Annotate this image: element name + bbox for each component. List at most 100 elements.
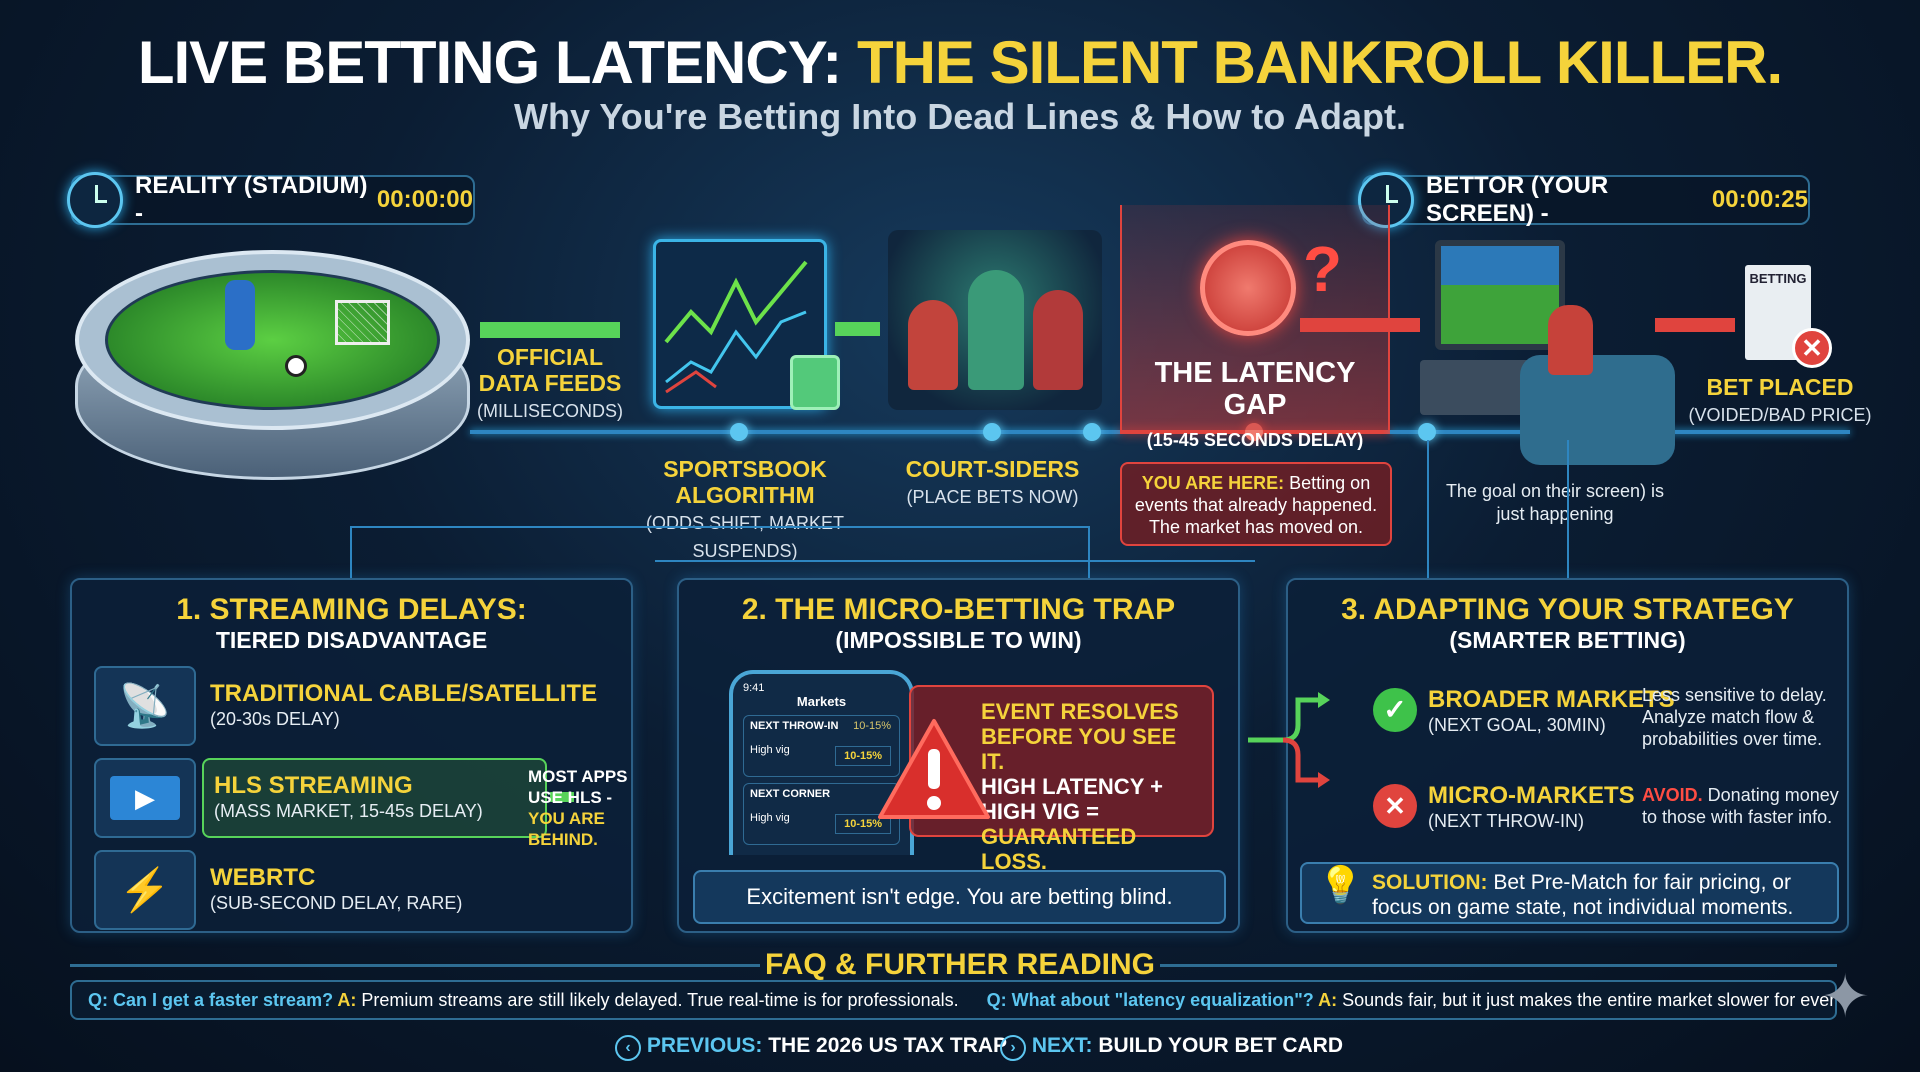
timeline-node <box>730 423 748 441</box>
gap-sub: (15-45 SECONDS DELAY) <box>1146 430 1364 450</box>
streaming-row: TRADITIONAL CABLE/SATELLITE(20-30s DELAY… <box>210 680 597 730</box>
bet-placed-title: BET PLACED <box>1706 374 1854 400</box>
row-title: MICRO-MARKETS <box>1428 782 1635 809</box>
avoid-text: Donating money to those with faster info… <box>1642 785 1839 827</box>
vig-label: High vig <box>750 744 790 756</box>
connector-line <box>655 560 1255 562</box>
lightning-icon: ⚡ <box>94 850 196 930</box>
streaming-row-hls: HLS STREAMING(MASS MARKET, 15-45s DELAY) <box>202 758 547 838</box>
algorithm-title: SPORTSBOOK ALGORITHM <box>663 456 827 508</box>
warning-line: HIGH LATENCY + HIGH VIG = <box>981 774 1163 824</box>
row-sub: (20-30s DELAY) <box>210 709 340 729</box>
warning-triangle-icon <box>878 719 990 819</box>
faq-answer: Premium streams are still likely delayed… <box>356 990 959 1010</box>
check-icon: ✓ <box>1373 688 1417 732</box>
panel2-footer: Excitement isn't edge. You are betting b… <box>693 870 1226 924</box>
algorithm-sub: (ODDS SHIFT, MARKET SUSPENDS) <box>645 513 844 561</box>
tv-icon <box>1435 240 1565 350</box>
bettor-label: BETTOR (YOUR SCREEN) - <box>1426 172 1609 227</box>
lightbulb-icon: 💡 <box>1318 864 1363 905</box>
fork-arrow-icon <box>1248 692 1330 788</box>
strategy-row: BROADER MARKETS(NEXT GOAL, 30MIN) <box>1428 686 1675 736</box>
micro-betting-panel: 2. THE MICRO-BETTING TRAP (IMPOSSIBLE TO… <box>677 578 1240 933</box>
panel2-title: 2. THE MICRO-BETTING TRAP <box>741 593 1176 626</box>
stadium-illustration <box>75 250 470 490</box>
strategy-panel: 3. ADAPTING YOUR STRATEGY (SMARTER BETTI… <box>1248 578 1849 933</box>
reality-label: REALITY (STADIUM) - <box>135 172 368 227</box>
market-name: NEXT THROW-IN <box>750 720 839 732</box>
arrow-icon <box>550 792 574 802</box>
strategy-row: MICRO-MARKETS(NEXT THROW-IN) <box>1428 782 1635 832</box>
chevron-left-icon: ‹ <box>615 1035 641 1061</box>
bettor-clock-pill: BETTOR (YOUR SCREEN) - 00:00:25 <box>1358 172 1810 228</box>
row-note: Less sensitive to delay. Analyze match f… <box>1642 685 1827 749</box>
next-link[interactable]: › NEXT: BUILD YOUR BET CARD <box>1000 1034 1343 1061</box>
faq-question: Q: Can I get a faster stream? <box>88 990 334 1010</box>
clock-icon <box>67 172 123 228</box>
reality-clock-pill: REALITY (STADIUM) - 00:00:00 <box>67 172 475 228</box>
connector-line <box>350 526 1090 578</box>
you-are-here-callout: YOU ARE HERE: Betting on events that alr… <box>1120 462 1392 546</box>
row-sub: (NEXT THROW-IN) <box>1428 811 1584 831</box>
row-title: HLS STREAMING <box>214 772 413 799</box>
bettor-person-icon <box>1548 305 1593 375</box>
sparkle-icon: ✦ <box>1820 963 1871 1030</box>
callout-yellow: YOU ARE BEHIND. <box>528 809 605 849</box>
faq-title: FAQ & FURTHER READING <box>760 948 1160 982</box>
streaming-delays-panel: 1. STREAMING DELAYS: TIERED DISADVANTAGE… <box>70 578 633 933</box>
bettor-time: 00:00:25 <box>1711 186 1808 213</box>
timeline-node <box>983 423 1001 441</box>
phone-mockup: 9:41 Markets NEXT THROW-IN 10-15% High v… <box>729 670 914 855</box>
satellite-dish-icon: 📡 <box>94 666 196 746</box>
ball-icon <box>285 355 307 377</box>
stopwatch-icon <box>1200 240 1296 336</box>
courtsiders-title: COURT-SIDERS <box>905 456 1080 482</box>
next-title: BUILD YOUR BET CARD <box>1092 1034 1343 1057</box>
panel3-subtitle: (SMARTER BETTING) <box>1449 627 1686 653</box>
row-title: BROADER MARKETS <box>1428 686 1675 713</box>
page-title: LIVE BETTING LATENCY: THE SILENT BANKROL… <box>0 28 1920 97</box>
vig-value: 10-15% <box>835 814 891 834</box>
you-are-here-label: YOU ARE HERE: <box>1141 473 1285 493</box>
hls-callout: MOST APPS USE HLS - YOU ARE BEHIND. <box>468 766 648 850</box>
faq-question: Q: What about "latency equalization"? <box>986 990 1314 1010</box>
feeds-title: OFFICIAL DATA FEEDS <box>478 344 622 396</box>
courtsiders-sub: (PLACE BETS NOW) <box>906 487 1079 507</box>
avoid-label: AVOID. <box>1642 785 1703 805</box>
market-odds: 10-15% <box>853 720 891 732</box>
previous-title: THE 2026 US TAX TRAP <box>762 1034 1008 1057</box>
timeline-line <box>470 430 1120 434</box>
page-subtitle: Why You're Betting Into Dead Lines & How… <box>514 96 1406 137</box>
callout-white: MOST APPS USE HLS - <box>528 767 628 807</box>
panel3-title: 3. ADAPTING YOUR STRATEGY <box>1341 593 1794 626</box>
faq-box: Q: Can I get a faster stream? A: Premium… <box>70 980 1837 1020</box>
previous-link[interactable]: ‹ PREVIOUS: THE 2026 US TAX TRAP <box>615 1034 1007 1061</box>
solution-box: 💡 SOLUTION: Bet Pre-Match for fair prici… <box>1300 862 1839 924</box>
goal-icon <box>335 300 390 345</box>
red-arrow-icon <box>1300 318 1420 332</box>
solution-label: SOLUTION: <box>1372 871 1488 894</box>
title-white: LIVE BETTING LATENCY: <box>137 29 857 96</box>
panel1-subtitle: TIERED DISADVANTAGE <box>215 627 488 653</box>
play-icon: ▶ <box>94 758 196 838</box>
panel2-subtitle: (IMPOSSIBLE TO WIN) <box>835 627 1082 653</box>
warning-line: GUARANTEED LOSS. <box>981 824 1137 874</box>
court-siders-label: COURT-SIDERS (PLACE BETS NOW) <box>905 456 1080 510</box>
panel1-title: 1. STREAMING DELAYS: <box>176 593 527 626</box>
latency-gap-label: THE LATENCY GAP (15-45 SECONDS DELAY) <box>1120 357 1390 456</box>
market-card[interactable]: NEXT THROW-IN 10-15% High vig 10-15% <box>743 715 900 777</box>
you-are-here-text: Betting on events that already happened.… <box>1134 473 1378 537</box>
armchair-icon <box>1520 355 1675 465</box>
bet-placed-sub: (VOIDED/BAD PRICE) <box>1688 405 1872 425</box>
row-sub: (MASS MARKET, 15-45s DELAY) <box>214 801 483 821</box>
question-mark-icon: ? <box>1303 233 1343 305</box>
bet-placed-label: BET PLACED (VOIDED/BAD PRICE) <box>1680 374 1880 428</box>
row-title: TRADITIONAL CABLE/SATELLITE <box>210 680 598 707</box>
phone-header: Markets <box>796 694 847 709</box>
gap-title: THE LATENCY GAP <box>1154 357 1356 421</box>
row-note: AVOID. Donating money to those with fast… <box>1642 784 1842 828</box>
error-x-icon: ✕ <box>1792 328 1832 368</box>
x-icon: ✕ <box>1373 784 1417 828</box>
phone-time: 9:41 <box>743 682 765 694</box>
warning-line: EVENT RESOLVES BEFORE YOU SEE IT. <box>981 699 1179 774</box>
